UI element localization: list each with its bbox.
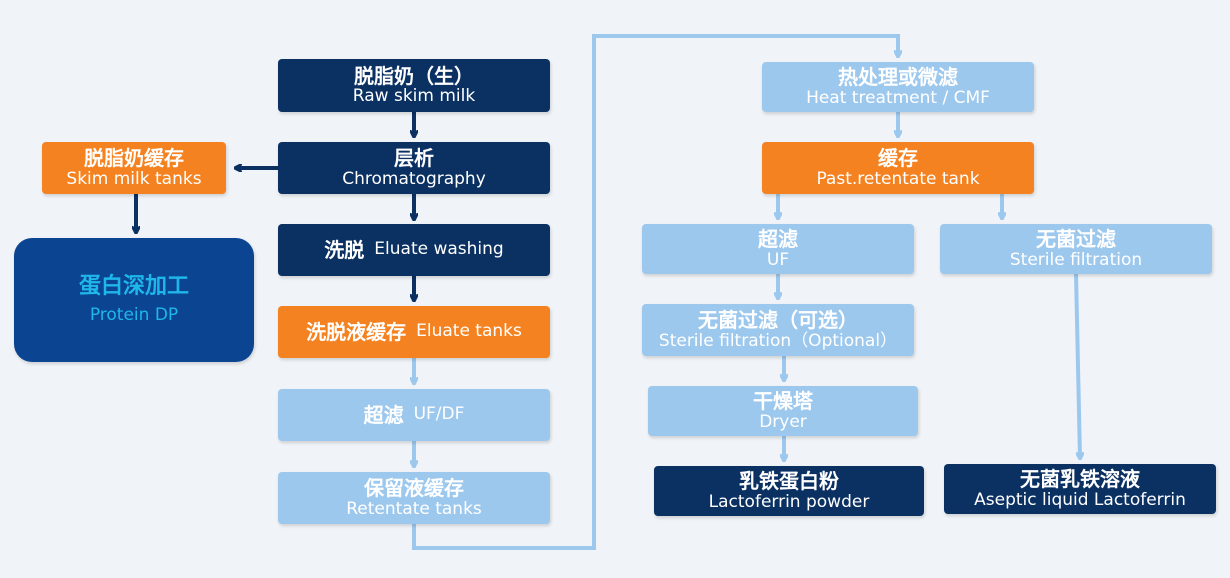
chromatography-en: Chromatography bbox=[342, 168, 486, 189]
skim-milk-tanks-zh: 脱脂奶缓存 bbox=[84, 146, 184, 171]
uf-zh: 超滤 bbox=[758, 227, 798, 252]
protein-dp-zh: 蛋白深加工 bbox=[78, 274, 189, 300]
dryer-box: 干燥塔 Dryer bbox=[648, 386, 918, 436]
skim-milk-tanks-box: 脱脂奶缓存 Skim milk tanks bbox=[42, 142, 226, 194]
eluate-tanks-zh: 洗脱液缓存 bbox=[306, 319, 407, 344]
eluate-tanks-en: Eluate tanks bbox=[416, 321, 522, 342]
sterile-filtration-zh: 无菌过滤 bbox=[1036, 227, 1116, 252]
raw-skim-milk-zh: 脱脂奶（生） bbox=[354, 63, 474, 88]
retentate-tanks-zh: 保留液缓存 bbox=[364, 476, 464, 501]
eluate-washing-en: Eluate washing bbox=[374, 239, 504, 260]
uf-box: 超滤 UF bbox=[642, 224, 914, 274]
heat-treatment-en: Heat treatment / CMF bbox=[806, 87, 990, 108]
dryer-zh: 干燥塔 bbox=[753, 389, 813, 414]
retentate-tanks-box: 保留液缓存 Retentate tanks bbox=[278, 472, 550, 524]
sterile-optional-zh: 无菌过滤（可选） bbox=[698, 308, 858, 333]
protein-dp-box: 蛋白深加工 Protein DP bbox=[14, 238, 254, 362]
uf-en: UF bbox=[766, 249, 790, 270]
past-retentate-en: Past.retentate tank bbox=[816, 168, 980, 189]
chromatography-box: 层析 Chromatography bbox=[278, 142, 550, 194]
protein-dp-en: Protein DP bbox=[89, 304, 179, 325]
heat-treatment-box: 热处理或微滤 Heat treatment / CMF bbox=[762, 62, 1034, 112]
raw-skim-milk-en: Raw skim milk bbox=[352, 86, 476, 107]
uf-df-box: 超滤 UF/DF bbox=[278, 389, 550, 441]
aseptic-liquid-box: 无菌乳铁溶液 Aseptic liquid Lactoferrin bbox=[944, 464, 1216, 514]
sterile-optional-en: Sterile filtration（Optional） bbox=[658, 330, 898, 351]
uf-df-en: UF/DF bbox=[413, 404, 465, 425]
uf-df-zh: 超滤 bbox=[363, 402, 404, 427]
dryer-en: Dryer bbox=[759, 411, 807, 432]
heat-treatment-zh: 热处理或微滤 bbox=[838, 65, 958, 90]
eluate-tanks-box: 洗脱液缓存 Eluate tanks bbox=[278, 306, 550, 358]
past-retentate-box: 缓存 Past.retentate tank bbox=[762, 142, 1034, 194]
raw-skim-milk-box: 脱脂奶（生） Raw skim milk bbox=[278, 59, 550, 112]
sterile-optional-box: 无菌过滤（可选） Sterile filtration（Optional） bbox=[642, 304, 914, 356]
eluate-washing-box: 洗脱 Eluate washing bbox=[278, 224, 550, 276]
sterile-filtration-box: 无菌过滤 Sterile filtration bbox=[940, 224, 1212, 274]
chromatography-zh: 层析 bbox=[394, 146, 434, 171]
arrow-sterile-to-aseptic bbox=[1074, 273, 1080, 458]
lactoferrin-powder-en: Lactoferrin powder bbox=[708, 491, 870, 512]
skim-milk-tanks-en: Skim milk tanks bbox=[66, 168, 202, 189]
aseptic-liquid-en: Aseptic liquid Lactoferrin bbox=[974, 489, 1186, 510]
aseptic-liquid-zh: 无菌乳铁溶液 bbox=[1020, 467, 1140, 492]
lactoferrin-powder-box: 乳铁蛋白粉 Lactoferrin powder bbox=[654, 466, 924, 516]
sterile-filtration-en: Sterile filtration bbox=[1009, 249, 1143, 270]
retentate-tanks-en: Retentate tanks bbox=[346, 498, 482, 519]
lactoferrin-powder-zh: 乳铁蛋白粉 bbox=[739, 469, 839, 494]
eluate-washing-zh: 洗脱 bbox=[324, 237, 365, 262]
past-retentate-zh: 缓存 bbox=[878, 146, 918, 171]
connector-retentate-to-heat bbox=[412, 34, 898, 550]
